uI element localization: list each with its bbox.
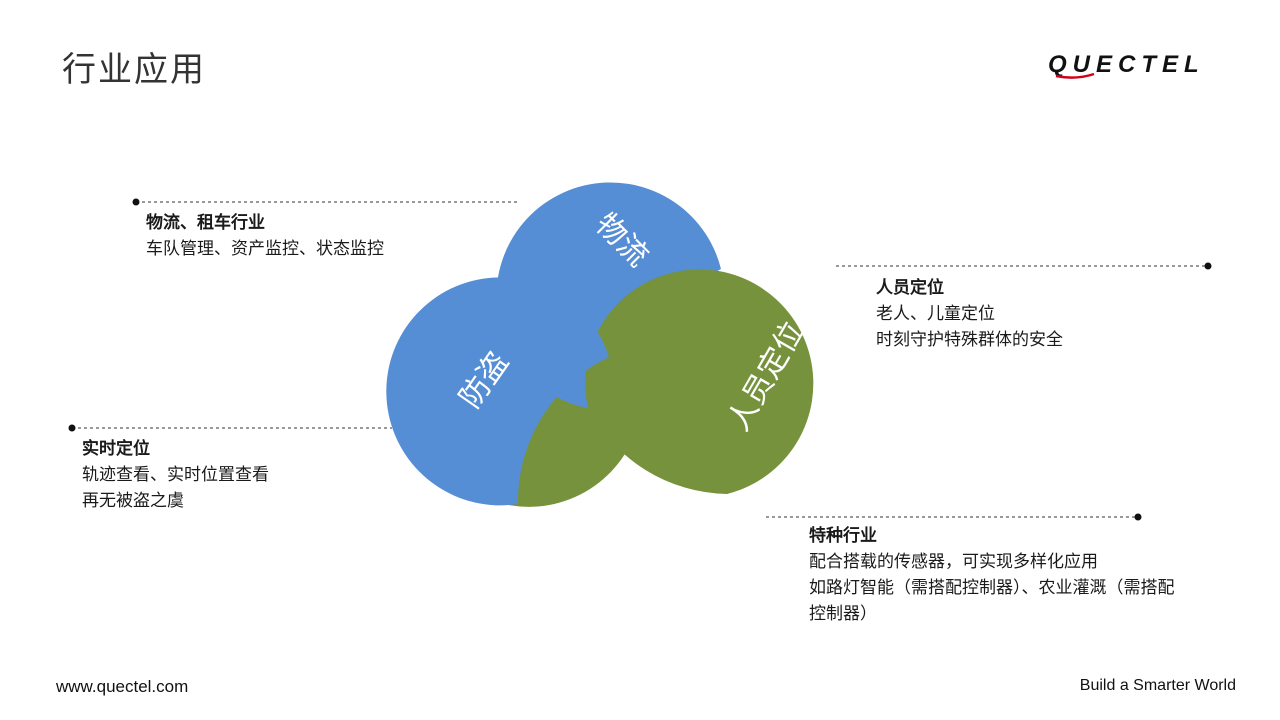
- callout-line: 如路灯智能（需搭配控制器）、农业灌溉（需搭配: [809, 578, 1175, 598]
- leader-lines: [68, 198, 1212, 521]
- svg-text:QUECTEL: QUECTEL: [1048, 51, 1205, 78]
- callout-line: 老人、儿童定位: [876, 304, 995, 324]
- footer-slogan: Build a Smarter World: [1079, 677, 1236, 694]
- footer-url[interactable]: www.quectel.com: [56, 677, 189, 696]
- callout-line: 轨迹查看、实时位置查看: [82, 465, 269, 485]
- callout-personnel: 人员定位 老人、儿童定位 时刻守护特殊群体的安全: [876, 275, 1063, 353]
- leader-dot-logistics: [132, 198, 140, 206]
- callout-line: 配合搭载的传感器，可实现多样化应用: [809, 552, 1098, 572]
- callout-line: 再无被盗之虞: [82, 491, 184, 511]
- callout-heading: 人员定位: [876, 278, 944, 298]
- callout-heading: 特种行业: [809, 526, 877, 546]
- page-title: 行业应用: [62, 50, 206, 90]
- callout-heading: 物流、租车行业: [146, 213, 265, 233]
- callout-realtime: 实时定位 轨迹查看、实时位置查看 再无被盗之虞: [82, 436, 269, 514]
- callout-line: 车队管理、资产监控、状态监控: [146, 239, 384, 259]
- callout-special: 特种行业 配合搭载的传感器，可实现多样化应用 如路灯智能（需搭配控制器）、农业灌…: [809, 523, 1175, 627]
- callout-line: 控制器）: [809, 604, 877, 624]
- leader-dot-realtime: [68, 424, 76, 432]
- petal-label-special: 特殊行业: [551, 497, 672, 587]
- callout-heading: 实时定位: [82, 439, 150, 459]
- petal-special: [585, 269, 814, 494]
- quectel-logo: QUECTEL: [1048, 51, 1205, 79]
- callout-line: 时刻守护特殊群体的安全: [876, 330, 1063, 350]
- petal-theft: [386, 277, 609, 506]
- callout-logistics: 物流、租车行业 车队管理、资产监控、状态监控: [146, 210, 384, 262]
- leader-dot-personnel: [1204, 262, 1212, 270]
- leader-dot-special: [1134, 513, 1142, 521]
